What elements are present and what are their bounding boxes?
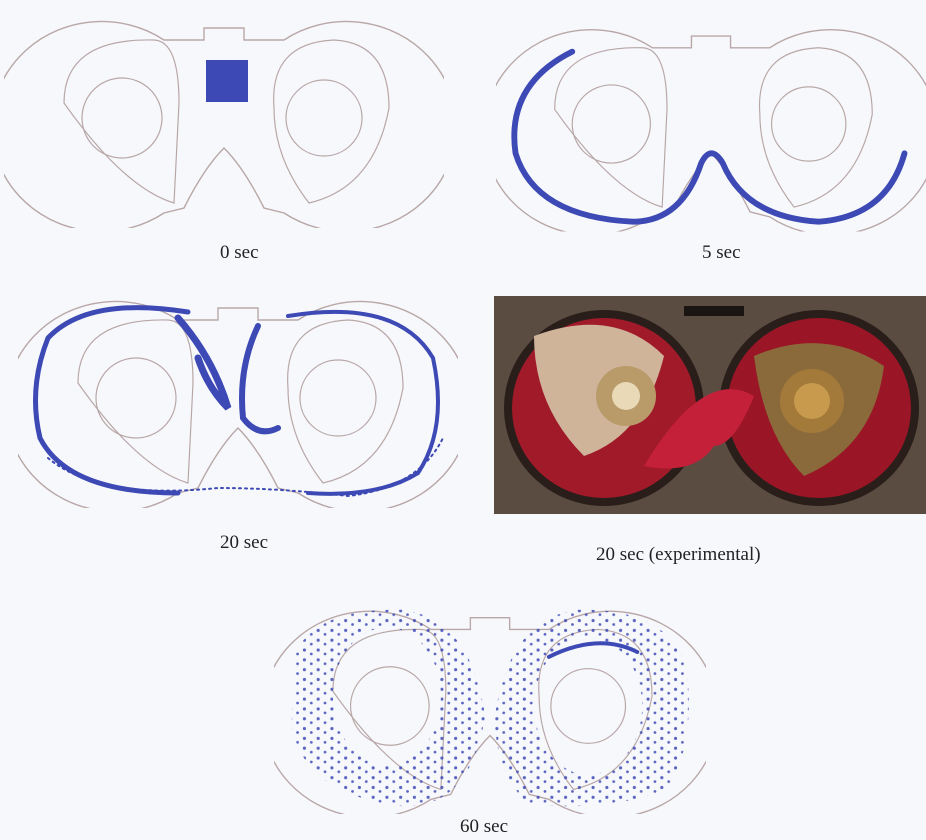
dye-streak [514,52,904,222]
experimental-photo [494,296,926,514]
mixer-diagram-0-sec [4,8,444,228]
mixer-diagram-60-sec [270,598,710,814]
caption-0-sec: 0 sec [220,242,259,264]
caption-20-sec: 20 sec [220,532,268,554]
initial-dye-square [206,60,248,102]
caption-5-sec: 5 sec [702,242,741,264]
dye-band-right [288,312,438,494]
mixer-diagram-5-sec [496,14,926,234]
panel-60-sec [270,598,710,814]
panel-5-sec [496,14,926,234]
panel-20-sec [18,288,458,508]
scattered-dye-right [495,610,689,806]
caption-60-sec: 60 sec [460,816,508,838]
caption-20-sec-experimental: 20 sec (experimental) [596,544,761,566]
mixer-diagram-20-sec [18,288,458,508]
scattered-dye-left [292,610,485,807]
dye-fold-right [242,326,278,431]
panel-0-sec [4,8,444,228]
experimental-photo-rendering [494,296,926,514]
dye-fold-left [178,318,228,408]
